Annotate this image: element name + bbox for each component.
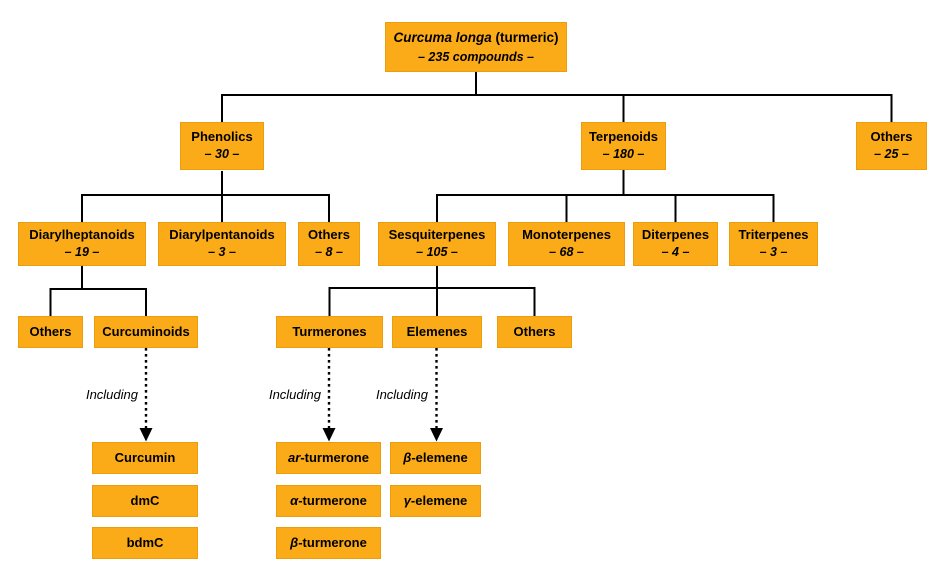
node-elemenes-name: Elemenes bbox=[406, 323, 468, 339]
node-sesquiterpenes: Sesquiterpenes – 105 – bbox=[378, 222, 496, 266]
italic-prefix: β bbox=[290, 534, 299, 550]
species-name: Curcuma longa bbox=[393, 30, 492, 46]
node-gamma-elemene-name: γ-elemene bbox=[404, 493, 468, 510]
node-beta-elemene-name: β-elemene bbox=[403, 450, 467, 467]
including-label-curcuminoids: Including bbox=[85, 387, 138, 402]
node-others-phenolics-count: – 8 – bbox=[315, 245, 343, 260]
node-phenolics: Phenolics – 30 – bbox=[180, 122, 264, 170]
node-terpenoids-count: – 180 – bbox=[602, 147, 645, 162]
connector-level2-bar bbox=[221, 94, 893, 123]
node-diarylpentanoids-count: – 3 – bbox=[208, 245, 236, 260]
node-turmerones: Turmerones bbox=[276, 316, 383, 348]
connector-terpenoids-bar bbox=[436, 194, 775, 222]
node-terpenoids-name: Terpenoids bbox=[588, 129, 659, 145]
node-monoterpenes: Monoterpenes – 68 – bbox=[508, 222, 625, 266]
node-triterpenes-count: – 3 – bbox=[759, 245, 788, 260]
name-rest: -elemene bbox=[410, 492, 468, 508]
italic-prefix: γ bbox=[403, 492, 411, 508]
node-others-top: Others – 25 – bbox=[856, 122, 927, 170]
node-diarylpentanoids-name: Diarylpentanoids bbox=[169, 227, 275, 243]
node-turmerones-name: Turmerones bbox=[292, 323, 367, 339]
node-monoterpenes-name: Monoterpenes bbox=[522, 227, 611, 243]
node-others-top-name: Others bbox=[870, 129, 913, 145]
node-diarylheptanoids-name: Diarylheptanoids bbox=[29, 227, 135, 243]
node-curcumin-name: Curcumin bbox=[114, 449, 176, 465]
node-others-diaryl: Others bbox=[18, 316, 83, 348]
node-others-top-count: – 25 – bbox=[874, 147, 909, 162]
species-suffix: (turmeric) bbox=[491, 30, 559, 46]
node-diarylpentanoids: Diarylpentanoids – 3 – bbox=[158, 222, 286, 266]
node-root-name: Curcuma longa (turmeric) bbox=[393, 28, 558, 48]
node-ar-turmerone: ar-turmerone bbox=[276, 442, 381, 474]
node-ar-turmerone-name: ar-turmerone bbox=[288, 450, 369, 467]
node-sesquiterpenes-name: Sesquiterpenes bbox=[388, 227, 486, 243]
node-curcuminoids: Curcuminoids bbox=[94, 316, 198, 348]
connector-diarylheptanoids-bar bbox=[49, 288, 147, 316]
node-others-sesqui-name: Others bbox=[513, 323, 556, 339]
node-others-diaryl-name: Others bbox=[29, 323, 72, 339]
name-rest: -turmerone bbox=[300, 449, 369, 465]
node-diarylheptanoids-count: – 19 – bbox=[64, 245, 100, 260]
node-sesquiterpenes-count: – 105 – bbox=[416, 245, 458, 260]
name-rest: -turmerone bbox=[298, 492, 367, 508]
arrowhead-curcuminoids bbox=[139, 428, 153, 442]
arrowhead-elemenes bbox=[430, 428, 443, 442]
node-phenolics-count: – 30 – bbox=[204, 147, 240, 162]
connector-sesquiterpenes-bar bbox=[328, 287, 536, 316]
node-dmc: dmC bbox=[92, 485, 198, 517]
node-alpha-turmerone-name: α-turmerone bbox=[290, 493, 367, 510]
node-diarylheptanoids: Diarylheptanoids – 19 – bbox=[18, 222, 146, 266]
node-diterpenes-name: Diterpenes bbox=[641, 227, 710, 243]
name-rest: -elemene bbox=[411, 449, 468, 465]
node-triterpenes: Triterpenes – 3 – bbox=[729, 222, 818, 266]
node-curcuminoids-name: Curcuminoids bbox=[102, 323, 190, 339]
node-bdmc: bdmC bbox=[92, 527, 198, 559]
node-beta-turmerone: β-turmerone bbox=[276, 527, 381, 559]
node-others-sesqui: Others bbox=[497, 316, 572, 348]
connector-phenolics-bar bbox=[81, 194, 330, 222]
node-elemenes: Elemenes bbox=[392, 316, 482, 348]
node-alpha-turmerone: α-turmerone bbox=[276, 485, 381, 517]
node-terpenoids: Terpenoids – 180 – bbox=[581, 122, 666, 170]
node-diterpenes: Diterpenes – 4 – bbox=[633, 222, 718, 266]
italic-prefix: ar bbox=[288, 449, 301, 465]
node-gamma-elemene: γ-elemene bbox=[390, 485, 481, 517]
node-others-phenolics-name: Others bbox=[308, 227, 350, 243]
including-label-turmerones: Including bbox=[268, 387, 321, 402]
node-beta-elemene: β-elemene bbox=[390, 442, 481, 474]
arrowhead-turmerones bbox=[322, 428, 336, 442]
node-monoterpenes-count: – 68 – bbox=[549, 245, 584, 260]
node-diterpenes-count: – 4 – bbox=[661, 245, 690, 260]
name-rest: -turmerone bbox=[298, 534, 367, 550]
including-label-elemenes: Including bbox=[375, 387, 428, 402]
node-phenolics-name: Phenolics bbox=[191, 129, 253, 145]
node-curcumin: Curcumin bbox=[92, 442, 198, 474]
node-root: Curcuma longa (turmeric) – 235 compounds… bbox=[385, 22, 567, 72]
node-beta-turmerone-name: β-turmerone bbox=[290, 535, 367, 552]
node-others-phenolics: Others – 8 – bbox=[298, 222, 360, 266]
italic-prefix: β bbox=[403, 449, 412, 465]
italic-prefix: α bbox=[290, 492, 299, 508]
node-dmc-name: dmC bbox=[130, 492, 160, 508]
node-root-count: – 235 compounds – bbox=[417, 49, 534, 64]
node-bdmc-name: bdmC bbox=[126, 534, 164, 550]
node-triterpenes-name: Triterpenes bbox=[738, 227, 809, 243]
